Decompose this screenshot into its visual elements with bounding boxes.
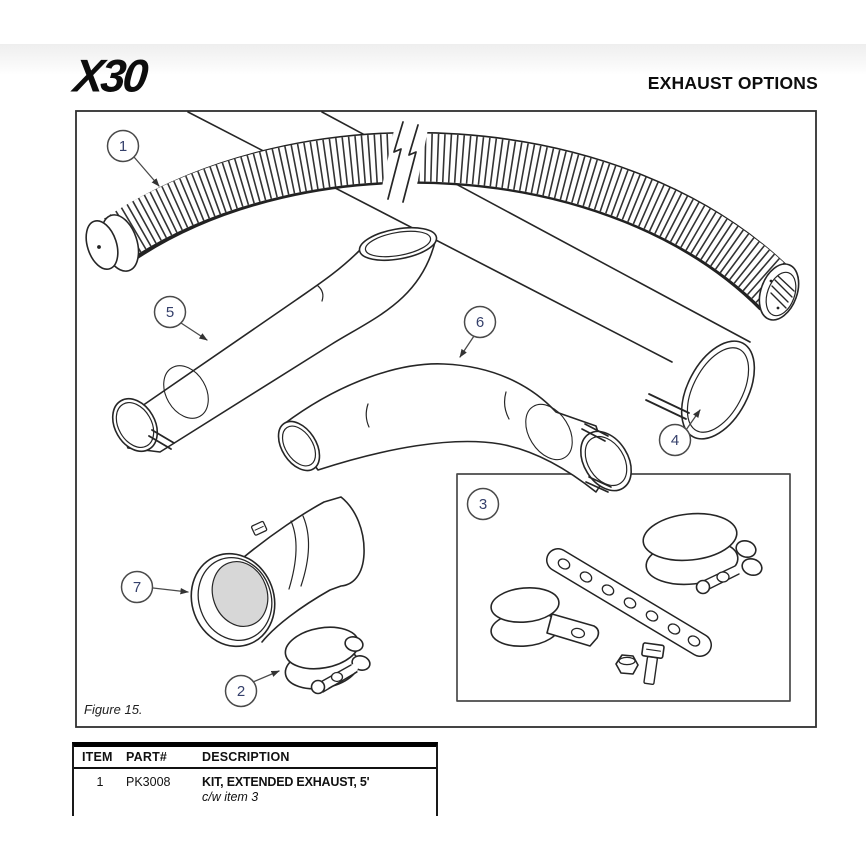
parts-table-header: ITEM PART# DESCRIPTION: [74, 747, 436, 769]
hose-end-cap-left: [85, 214, 140, 272]
callout-7: [120, 570, 154, 604]
part-bent-pipe-90: [277, 363, 633, 493]
callout-6-number: 6: [476, 314, 484, 331]
callout-1-number: 1: [119, 138, 127, 155]
column-header-description: DESCRIPTION: [202, 750, 290, 764]
callout-4: [658, 423, 692, 457]
description-note: c/w item 3: [202, 790, 259, 804]
figure-caption: Figure 15.: [84, 702, 143, 717]
muffler-inlet-opening: [211, 561, 269, 627]
callout-3-number: 3: [479, 496, 487, 513]
callout-2: [224, 674, 258, 708]
callout-4-number: 4: [671, 432, 679, 449]
cell-item-number: 1: [96, 775, 104, 789]
callouts: [106, 129, 692, 708]
page-title: EXHAUST OPTIONS: [647, 73, 818, 93]
kit-lock-nut: [615, 654, 639, 675]
cell-description: KIT, EXTENDED EXHAUST, 5' c/w item 3: [202, 775, 436, 804]
part-muffler: [190, 496, 365, 648]
table-row: 1 PK3008 KIT, EXTENDED EXHAUST, 5' c/w i…: [74, 769, 436, 804]
callout-6: [463, 305, 497, 339]
callout-5-number: 5: [166, 304, 174, 321]
parts-table: ITEM PART# DESCRIPTION 1 PK3008 KIT, EXT…: [72, 742, 438, 816]
kit-bolt: [641, 642, 665, 686]
hose-end-cap-right: [758, 263, 800, 321]
column-header-item: ITEM: [82, 750, 113, 764]
cell-part-number: PK3008: [126, 775, 171, 789]
part-bent-pipe-45: [111, 226, 438, 453]
leader-lines: [133, 156, 701, 683]
kit-clamp-large: [642, 512, 763, 595]
column-header-part: PART#: [126, 750, 168, 764]
muffler-fitting: [250, 520, 268, 536]
callout-5: [153, 295, 187, 329]
callout-1: [106, 129, 140, 163]
kit-perforated-strap: [546, 548, 712, 657]
hardware-kit-box: [456, 473, 791, 702]
callout-3: [466, 487, 500, 521]
callout-7-number: 7: [133, 579, 141, 596]
callout-2-number: 2: [237, 683, 245, 700]
kit-clamp-tab: [490, 587, 600, 647]
part-flex-hose: [85, 116, 800, 321]
scan-artifact-band: [0, 44, 866, 74]
description-main: KIT, EXTENDED EXHAUST, 5': [202, 775, 370, 789]
callout-numbers: 1 5 6 4 3 7 2: [119, 138, 679, 700]
part-clamp: [284, 626, 371, 695]
